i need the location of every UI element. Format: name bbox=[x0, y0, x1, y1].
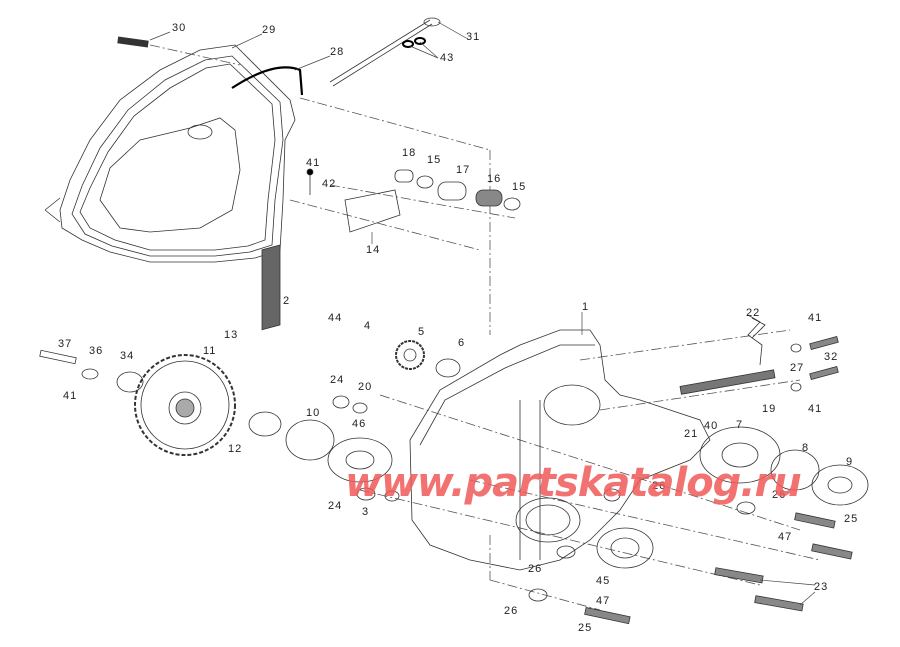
callout-45: 45 bbox=[596, 575, 611, 587]
callout-1: 1 bbox=[582, 301, 590, 313]
callout-13: 13 bbox=[224, 329, 239, 341]
bearing-46 bbox=[327, 437, 393, 483]
nuts bbox=[332, 343, 802, 602]
leader-lines bbox=[149, 21, 816, 606]
washer-9 bbox=[811, 464, 869, 506]
callout-20: 20 bbox=[358, 381, 373, 393]
bolt-37 bbox=[39, 349, 77, 365]
callout-16: 16 bbox=[487, 173, 502, 185]
callout-2: 2 bbox=[283, 295, 291, 307]
callout-47: 47 bbox=[596, 595, 611, 607]
cotter-pin-22 bbox=[747, 314, 766, 366]
callout-26: 26 bbox=[772, 489, 787, 501]
callout-9: 9 bbox=[846, 456, 854, 468]
callout-27: 27 bbox=[790, 362, 805, 374]
callout-7: 7 bbox=[736, 419, 744, 431]
callout-25: 25 bbox=[844, 513, 859, 525]
callout-26: 26 bbox=[528, 563, 543, 575]
callout-25: 25 bbox=[578, 622, 593, 634]
callout-46: 46 bbox=[352, 418, 367, 430]
bolt-30 bbox=[117, 36, 149, 48]
callout-15: 15 bbox=[427, 154, 442, 166]
callout-47: 47 bbox=[778, 531, 793, 543]
callout-43: 43 bbox=[440, 52, 455, 64]
callout-34: 34 bbox=[120, 350, 135, 362]
callout-28: 28 bbox=[330, 46, 345, 58]
callout-41: 41 bbox=[63, 390, 78, 402]
callout-19: 19 bbox=[762, 403, 777, 415]
callout-41: 41 bbox=[306, 157, 321, 169]
watermark: www.partskatalog.ru bbox=[345, 460, 802, 506]
callout-31: 31 bbox=[466, 31, 481, 43]
callout-21: 21 bbox=[684, 428, 699, 440]
callout-5: 5 bbox=[418, 326, 426, 338]
chaincase-cover bbox=[44, 44, 296, 263]
callout-24: 24 bbox=[328, 500, 343, 512]
sprocket-11 bbox=[134, 354, 236, 456]
bearing-34 bbox=[116, 371, 144, 393]
callout-29: 29 bbox=[262, 24, 277, 36]
callout-11: 11 bbox=[203, 345, 217, 357]
callout-18: 18 bbox=[402, 147, 417, 159]
washer-36 bbox=[81, 368, 99, 380]
gear-5 bbox=[395, 340, 425, 370]
dipstick bbox=[329, 17, 441, 87]
adjuster-19 bbox=[679, 369, 776, 395]
construction-lines bbox=[149, 44, 821, 611]
bearing-12 bbox=[248, 411, 282, 437]
ring-10 bbox=[285, 419, 335, 461]
callout-30: 30 bbox=[172, 22, 187, 34]
callout-41: 41 bbox=[808, 312, 823, 324]
callout-23: 23 bbox=[814, 581, 829, 593]
callout-36: 36 bbox=[89, 345, 104, 357]
bolts-23-25 bbox=[584, 335, 853, 625]
callout-6: 6 bbox=[458, 337, 466, 349]
callout-17: 17 bbox=[456, 164, 471, 176]
callout-4: 4 bbox=[364, 320, 372, 332]
callout-42: 42 bbox=[322, 178, 337, 190]
callout-44: 44 bbox=[328, 312, 343, 324]
bearing-6 bbox=[435, 358, 461, 378]
callout-3: 3 bbox=[362, 506, 370, 518]
cable bbox=[231, 66, 304, 96]
callout-22: 22 bbox=[746, 307, 761, 319]
main-housing bbox=[409, 329, 711, 571]
callout-37: 37 bbox=[58, 338, 73, 350]
callout-26: 26 bbox=[504, 605, 519, 617]
tensioner-parts bbox=[306, 168, 521, 233]
callout-40: 40 bbox=[704, 420, 719, 432]
chain-13 bbox=[261, 244, 281, 331]
callout-12: 12 bbox=[228, 443, 243, 455]
callout-41: 41 bbox=[808, 403, 823, 415]
callout-15: 15 bbox=[512, 181, 527, 193]
callout-10: 10 bbox=[306, 407, 321, 419]
callout-14: 14 bbox=[366, 244, 381, 256]
bearing-7 bbox=[699, 426, 781, 484]
callout-32: 32 bbox=[824, 351, 839, 363]
ring-8 bbox=[770, 449, 820, 491]
callout-24: 24 bbox=[330, 374, 345, 386]
callout-26: 26 bbox=[652, 480, 667, 492]
callout-8: 8 bbox=[802, 442, 810, 454]
seal-45 bbox=[596, 527, 654, 569]
